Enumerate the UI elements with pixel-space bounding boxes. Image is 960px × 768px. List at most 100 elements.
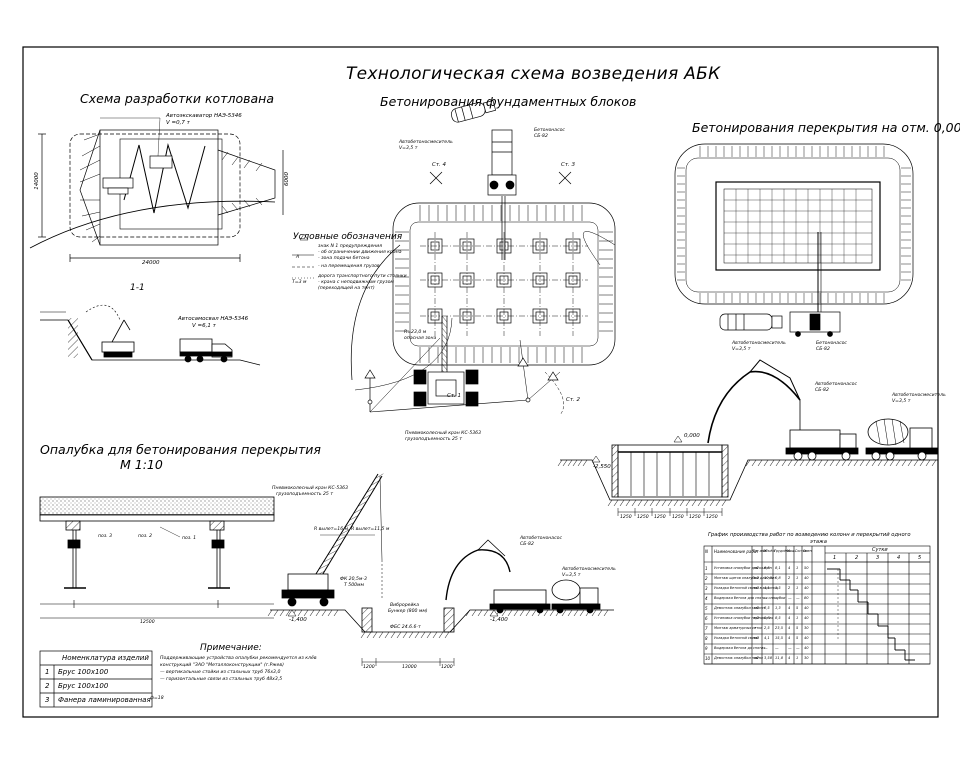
schedule-cell-v: 8,5 [764, 566, 770, 570]
schedule-grid [703, 545, 931, 665]
schedule-cell-t: 1,3 [775, 606, 781, 610]
cs-dim2: 13000 [402, 665, 417, 670]
pit-dim-side: 6000 [284, 172, 290, 186]
pit-dim-width: 24000 [142, 260, 160, 266]
crane-section [267, 473, 614, 666]
sched-h-mach: Маш. [787, 549, 796, 553]
stand-4: Ст. 4 [432, 162, 447, 168]
sched-h-days: Сутки [872, 547, 888, 553]
cs-pump-label: Автобетононасос [520, 536, 562, 541]
schedule-cell-t: 11,8 [775, 656, 784, 660]
cs-crane-label: Пневмоколесный кран КС-5363 [272, 486, 349, 491]
schedule-cell-name: Установка опалубки для колонн [714, 566, 772, 570]
schedule-cell-c: 4 [788, 616, 791, 620]
slab-heading: Бетонирования перекрытия на отм. 0,00 [692, 120, 960, 135]
schedule-cell-u: т [754, 626, 757, 630]
schedule-cell-t: 8,5 [775, 616, 781, 620]
schedule-cell-name: Монтаж арматурных сеток [714, 626, 763, 630]
materials-tag: ф=18 [150, 696, 164, 701]
schedule-cell-c: 4 [788, 626, 791, 630]
formwork-dim: 12500 [140, 620, 155, 625]
schedule-cell-v: 10,5 [764, 576, 773, 580]
cs-mixer-label: Автобетоносмеситель [562, 567, 616, 572]
legend-item-5: - крана с неподвижным грузом [318, 280, 394, 285]
schedule-cell-n: 9 [705, 646, 708, 651]
materials-row-1-n: 1 [45, 668, 50, 676]
formwork-detail [39, 496, 275, 619]
pit-section [40, 304, 261, 366]
schedule-cell-d: 40 [804, 586, 809, 590]
materials-row-2-n: 2 [45, 682, 50, 690]
slab-dim-5: 1250 [706, 515, 718, 520]
schedule-cell-t: 23,5 [775, 626, 784, 630]
schedule-cell-t: 0,8 [775, 576, 781, 580]
cs-hose: Виброрейка [390, 603, 420, 608]
schedule-cell-d: 30 [804, 656, 809, 660]
stand-3: Ст. 3 [561, 162, 576, 168]
slab-level-top: 0,000 [684, 433, 700, 439]
note-line-3: — горизонтальные связи из стальных труб … [160, 677, 283, 682]
formwork-pos-2: поз. 2 [138, 534, 153, 539]
cs-crane-cap: грузоподъемность 25 т [276, 492, 333, 497]
section-truck-v: V =6,1 т [192, 323, 216, 329]
slab-mixer2-label: Автобетоносмеситель [892, 393, 946, 398]
slab-mixer-v: V=3,5 т [732, 347, 751, 352]
sched-h-shift: Смен [803, 549, 812, 553]
schedule-cell-n: 4 [705, 596, 708, 601]
formwork-pos-3: поз. 3 [98, 534, 113, 539]
schedule-cell-d: 40 [804, 646, 809, 650]
slab-section [557, 359, 939, 516]
crane-radius-sub: опасная зона [404, 336, 437, 341]
materials-row-3-n: 3 [45, 696, 50, 704]
schedule-cell-t: 8,1 [775, 566, 781, 570]
cs-pump-model: СБ-82 [520, 542, 534, 547]
schedule-cell-n: 3 [705, 586, 708, 591]
schedule-cell-c: 4 [788, 656, 791, 660]
pit-heading: Схема разработки котлована [80, 91, 274, 106]
pit-excavator-v: V =0,7 т [166, 120, 190, 126]
fnd-crane-cap: грузоподъемность 25 т [405, 437, 462, 442]
schedule-cell-v: 8,5 [764, 606, 770, 610]
schedule-cell-n: 2 [705, 576, 708, 581]
schedule-cell-d: 30 [804, 626, 809, 630]
schedule-cell-name: Демонтаж опалубки колонн [714, 606, 765, 610]
note-heading: Примечание: [200, 643, 262, 653]
schedule-cell-c: 2 [788, 576, 791, 580]
cs-reach: R вылет=16 м, R вылет=11,5 м [314, 527, 390, 532]
slab-mixer-label: Автобетоносмеситель [732, 341, 786, 346]
slab-pump2-model: СБ-82 [815, 388, 829, 393]
materials-row-3-name: Фанера ламинированная [58, 696, 151, 704]
schedule-cell-v: 4,1 [764, 636, 770, 640]
legend-graphics [292, 233, 314, 279]
sched-h-labor: Трудоёмк. [774, 549, 792, 553]
pit-dim-height: 14000 [33, 172, 40, 190]
schedule-cell-t: 15,5 [775, 636, 784, 640]
legend-mark-b: Т=3 м [292, 280, 307, 285]
schedule-cell-d: 40 [804, 606, 809, 610]
schedule-cell-s: — [796, 646, 800, 650]
foundation-plan [350, 100, 616, 416]
formwork-scale: М 1:10 [120, 457, 163, 472]
schedule-cell-s: 1 [796, 586, 799, 590]
materials-row-2-name: Брус 100х100 [58, 682, 109, 690]
fnd-pump-model: СБ-82 [534, 134, 548, 139]
schedule-cell-c: — [788, 646, 792, 650]
fnd-mixer-label: Автобетоносмеситель [399, 140, 453, 145]
foundation-heading: Бетонирования фундаментных блоков [380, 94, 637, 109]
schedule-cell-s: 5 [796, 636, 799, 640]
sheet-frame [22, 46, 939, 718]
cs-hose2: Бункер (800 мм) [388, 609, 428, 614]
schedule-cell-u: м2 [754, 606, 759, 610]
slab-dim-4: 1250 [689, 515, 701, 520]
fnd-crane-label: Пневмоколесный кран КС-5363 [405, 431, 482, 436]
sched-h-name: Наименование работ [714, 549, 759, 554]
schedule-cell-name: Монтаж щитов опалубки для плит [714, 576, 777, 580]
fnd-mixer-v: V=3,5 т [399, 146, 418, 151]
slab-dim-1: 1250 [637, 515, 649, 520]
schedule-cell-u: м3 [754, 586, 759, 590]
pit-excavator-label: Автоэкскаватор НАЭ-5346 [166, 113, 242, 119]
schedule-title-2: этажа [810, 539, 827, 545]
drawing-title: Технологическая схема возведения АБК [346, 64, 721, 84]
legend-item-4: дорога транспортного пути стоянки [318, 274, 407, 279]
